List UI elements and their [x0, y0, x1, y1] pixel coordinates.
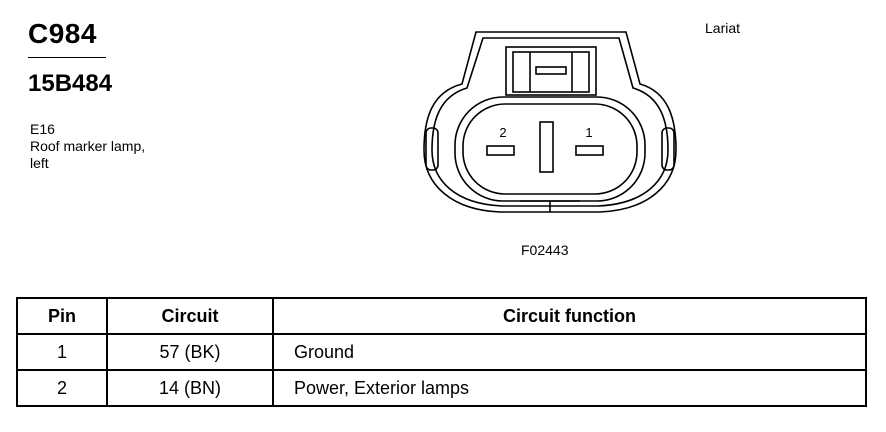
title-divider — [28, 57, 106, 58]
pin-cell: 1 — [16, 333, 108, 371]
pin-label-1: 1 — [585, 125, 592, 140]
circuit-cell: 57 (BK) — [106, 333, 274, 371]
latch-inner — [512, 51, 590, 93]
mating-face-outer — [454, 96, 646, 202]
description-line-2: left — [30, 155, 49, 171]
description-line-1: Roof marker lamp, — [30, 138, 146, 154]
pin-label-2: 2 — [499, 125, 506, 140]
connector-info: E16 Roof marker lamp, left — [30, 121, 145, 172]
pin-2-terminal — [486, 145, 515, 156]
connector-face-drawing: 2 1 — [423, 31, 677, 213]
pin-table: Pin Circuit Circuit function 1 57 (BK) G… — [16, 297, 867, 407]
table-header-row: Pin Circuit Circuit function — [16, 297, 867, 335]
table-row: 2 14 (BN) Power, Exterior lamps — [16, 369, 867, 407]
location-code: E16 — [30, 121, 55, 137]
header-circuit-function: Circuit function — [272, 297, 867, 335]
connector-shell-outline — [423, 31, 677, 213]
latch-outer — [505, 46, 597, 96]
part-number: 15B484 — [28, 70, 113, 97]
connector-id: C984 — [28, 18, 97, 49]
variant-label: Lariat — [705, 20, 741, 36]
function-cell: Ground — [272, 333, 867, 371]
circuit-cell: 14 (BN) — [106, 369, 274, 407]
center-key — [539, 121, 554, 173]
pin-1-terminal — [575, 145, 604, 156]
latch-slot — [535, 66, 567, 75]
header-circuit: Circuit — [106, 297, 274, 335]
table-row: 1 57 (BK) Ground — [16, 333, 867, 371]
function-cell: Power, Exterior lamps — [272, 369, 867, 407]
header-pin: Pin — [16, 297, 108, 335]
side-rib-right — [661, 127, 675, 171]
side-rib-left — [425, 127, 439, 171]
mating-face-inner — [462, 103, 638, 195]
pin-cell: 2 — [16, 369, 108, 407]
figure-code: F02443 — [521, 242, 569, 258]
connector-shell-inner — [431, 37, 669, 207]
